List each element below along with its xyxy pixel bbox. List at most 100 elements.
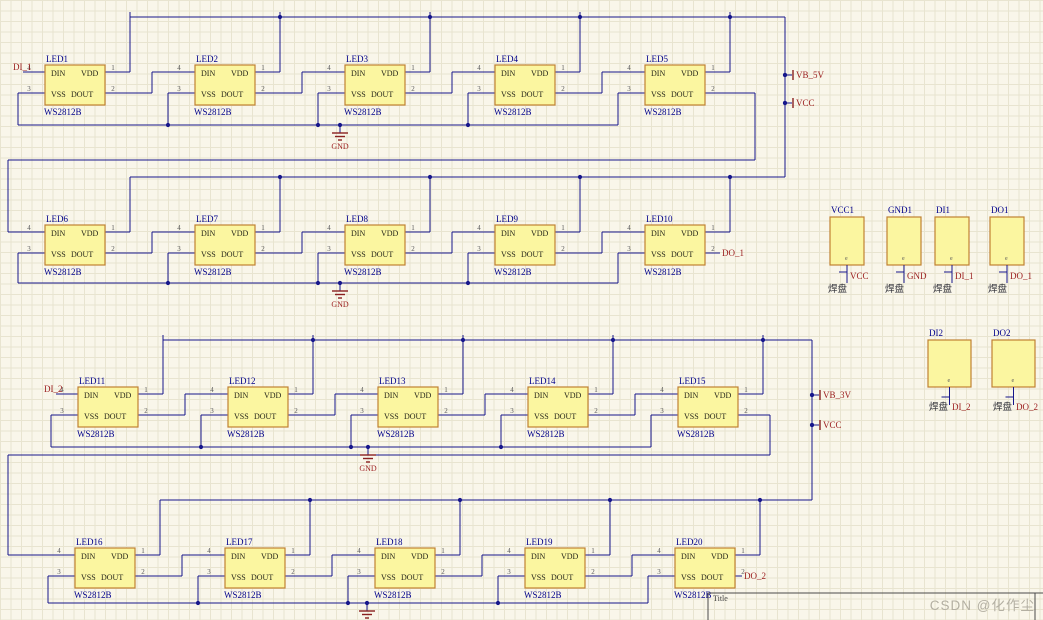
pad-body[interactable] (991, 339, 1036, 388)
pin-name: DIN (81, 552, 95, 561)
component-body[interactable] (677, 386, 739, 428)
pin-number: 1 (111, 64, 115, 72)
component-part-name: WS2812B (374, 590, 412, 600)
component-body[interactable] (194, 224, 256, 266)
component-body[interactable] (494, 224, 556, 266)
power-port[interactable]: VB_3V (809, 390, 852, 400)
component-designator: LED3 (346, 54, 368, 64)
pin-name: DOUT (371, 250, 393, 259)
pin-name: VSS (201, 250, 216, 259)
net-label[interactable]: DO_1 (722, 248, 744, 258)
component-part-name: WS2812B (674, 590, 712, 600)
junction-dot (277, 174, 283, 180)
pin-number: 3 (27, 245, 31, 253)
pin-name: VDD (381, 69, 399, 78)
component-body[interactable] (224, 547, 286, 589)
junction-dot (577, 174, 583, 180)
pad-body[interactable] (934, 216, 970, 266)
component-body[interactable] (44, 64, 106, 106)
pin-name: VSS (681, 573, 696, 582)
component-body[interactable] (377, 386, 439, 428)
component-body[interactable] (674, 547, 736, 589)
pin-number: 3 (627, 85, 631, 93)
pad-designator: GND1 (888, 205, 912, 215)
pad-caption: 焊盘 (929, 401, 949, 413)
component-body[interactable] (644, 64, 706, 106)
component-body[interactable] (374, 547, 436, 589)
net-label[interactable]: DI_2 (44, 384, 63, 394)
component-body[interactable] (74, 547, 136, 589)
pin-name: VDD (81, 69, 99, 78)
power-port[interactable]: VCC (782, 98, 815, 108)
component-body[interactable] (344, 64, 406, 106)
pin-name: VSS (651, 90, 666, 99)
pin-name: DOUT (704, 412, 726, 421)
component-body[interactable] (344, 224, 406, 266)
ground-label: GND (359, 464, 377, 473)
pad-body[interactable] (886, 216, 922, 266)
pad-caption: 焊盘 (933, 283, 953, 295)
ground-symbol[interactable]: GND (359, 447, 377, 473)
pin-name: VSS (351, 90, 366, 99)
component-body[interactable] (524, 547, 586, 589)
component-designator: LED14 (529, 376, 556, 386)
pin-number: 1 (711, 64, 715, 72)
pin-number: 4 (207, 547, 211, 555)
junction-dot (345, 600, 351, 606)
component-body[interactable] (77, 386, 139, 428)
junction-dot (457, 497, 463, 503)
pin-name: VSS (684, 412, 699, 421)
pin-name: VDD (561, 552, 579, 561)
pad-pin-glyph: e (845, 256, 848, 262)
component-body[interactable] (227, 386, 289, 428)
net-label[interactable]: DO_2 (744, 571, 766, 581)
ground-symbol[interactable]: GND (331, 283, 349, 309)
component-body[interactable] (644, 224, 706, 266)
component-body[interactable] (494, 64, 556, 106)
pin-name: DOUT (701, 573, 723, 582)
junction-dot (315, 280, 321, 286)
pin-name: DIN (651, 229, 665, 238)
pin-number: 2 (444, 407, 448, 415)
pin-number: 2 (291, 568, 295, 576)
component-body[interactable] (44, 224, 106, 266)
pin-number: 2 (261, 85, 265, 93)
junction-dots (165, 14, 815, 606)
pin-name: VDD (564, 391, 582, 400)
component-body[interactable] (194, 64, 256, 106)
ground-symbol[interactable]: GND (331, 125, 349, 151)
net-label[interactable]: DI_1 (13, 62, 32, 72)
power-port[interactable]: VCC (809, 420, 842, 430)
component-body[interactable] (527, 386, 589, 428)
ground-symbol[interactable]: GND (358, 603, 376, 620)
power-port[interactable]: VB_5V (782, 70, 825, 80)
pin-name: DIN (681, 552, 695, 561)
pin-number: 3 (27, 85, 31, 93)
